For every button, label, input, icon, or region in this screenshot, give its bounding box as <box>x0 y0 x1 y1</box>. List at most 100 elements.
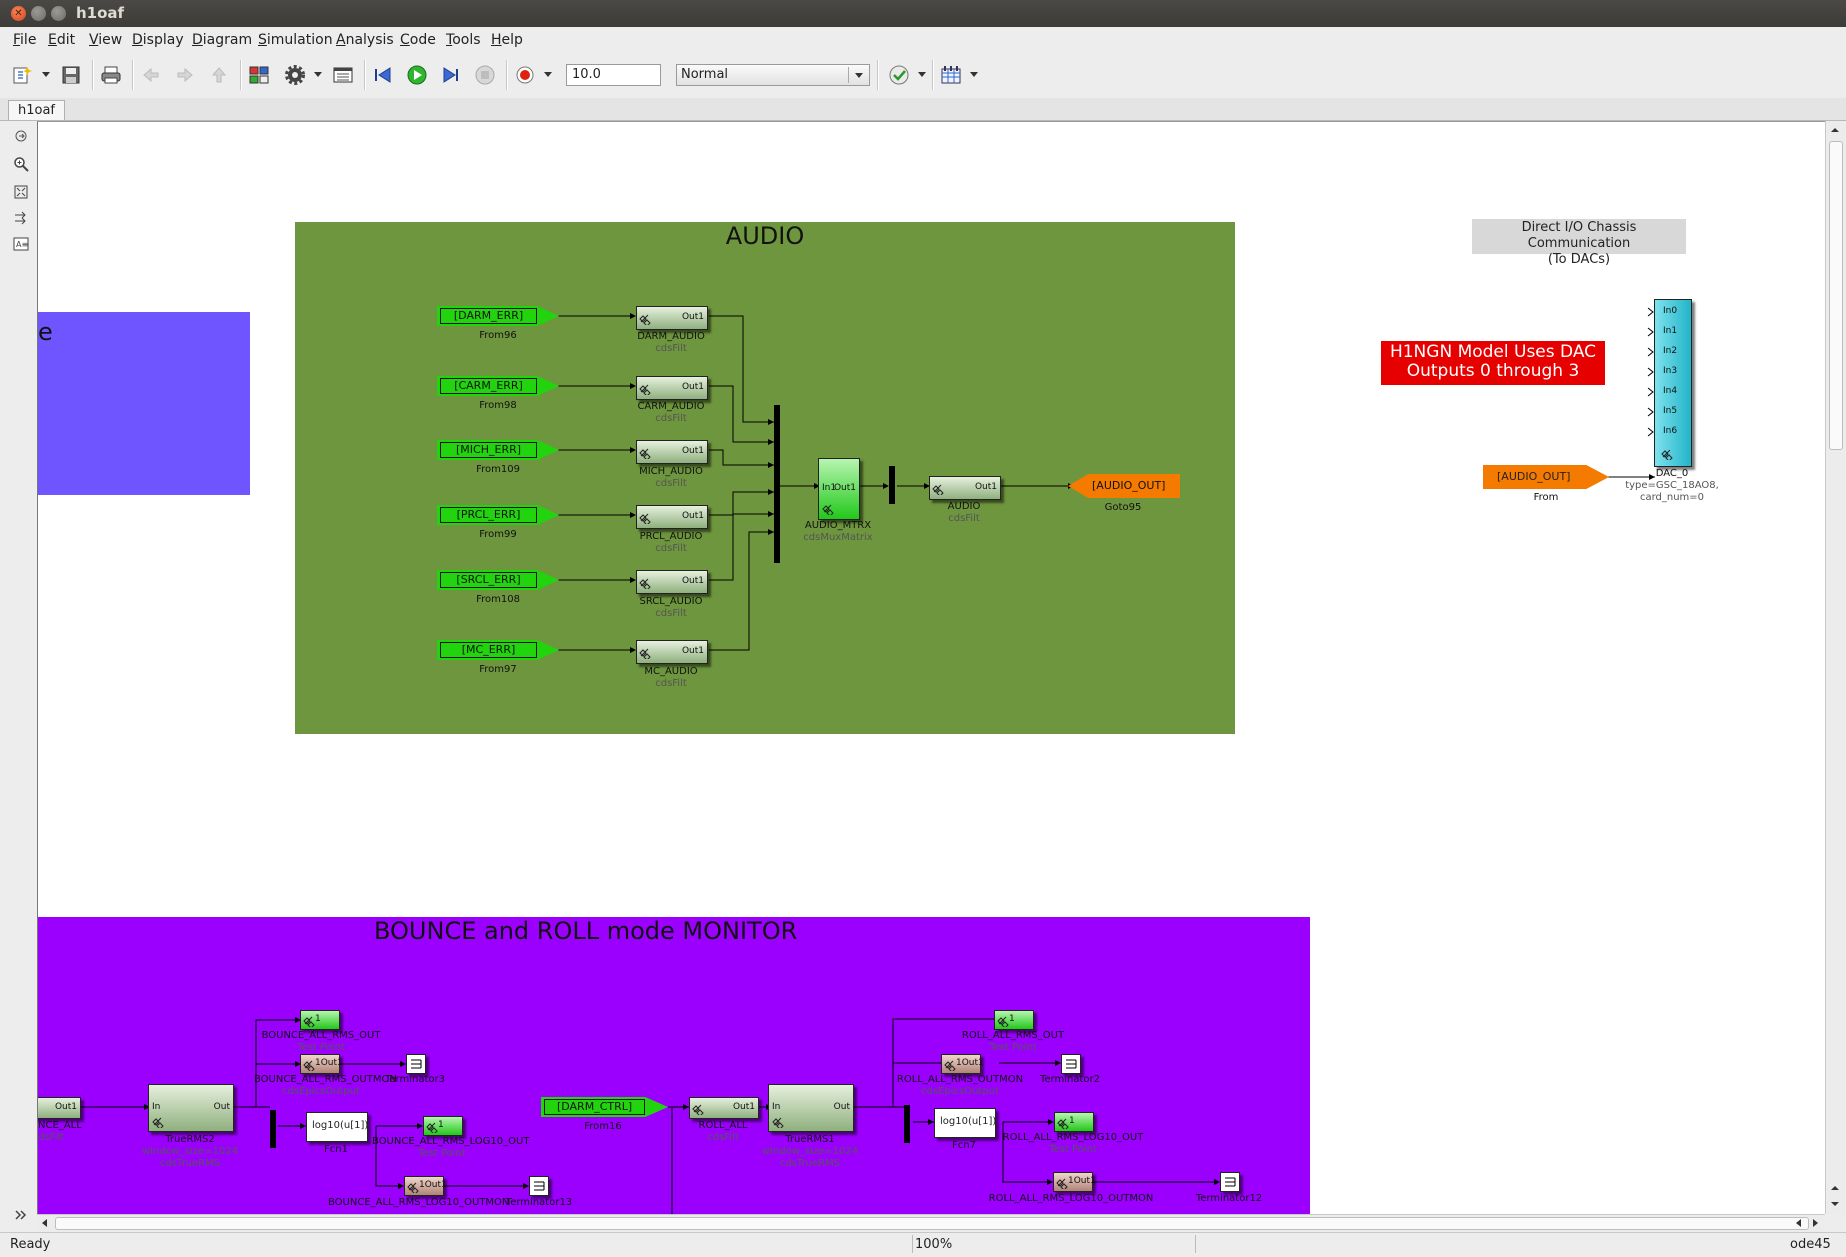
bounce-left-filter-block[interactable]: Out1 <box>38 1097 81 1119</box>
record-icon[interactable] <box>512 63 538 87</box>
filter-block[interactable]: Out1 <box>636 306 708 330</box>
menu-tools[interactable]: Tools <box>446 32 481 48</box>
scroll-right-icon[interactable] <box>1809 1217 1821 1229</box>
model-explorer-icon[interactable] <box>330 63 356 87</box>
testpoint-block[interactable]: 1 <box>423 1116 463 1136</box>
scroll-down-icon[interactable] <box>1828 1197 1842 1211</box>
scroll-up-icon[interactable] <box>1828 1181 1842 1195</box>
arrows-icon[interactable] <box>12 209 30 227</box>
settings-gear-icon[interactable] <box>282 63 308 87</box>
dac-param-card: card_num=0 <box>1639 492 1705 503</box>
step-back-icon[interactable] <box>370 63 396 87</box>
fcn-block[interactable]: log10(u[1]) <box>934 1108 996 1138</box>
epics-output-block[interactable]: 1Out1 <box>941 1054 984 1074</box>
filter-block[interactable]: Out1 <box>636 505 708 529</box>
record-dropdown-icon[interactable] <box>544 72 552 77</box>
vertical-scrollbar[interactable] <box>1825 121 1845 1214</box>
from-block[interactable]: [SRCL_ERR] <box>437 570 559 590</box>
check-icon[interactable] <box>886 63 912 87</box>
new-model-icon[interactable] <box>10 63 36 87</box>
library-browser-icon[interactable] <box>246 63 272 87</box>
fit-view-icon[interactable] <box>12 183 30 201</box>
back-icon[interactable] <box>138 63 164 87</box>
testpoint-block[interactable]: 1 <box>300 1010 340 1030</box>
terminator-block[interactable] <box>1220 1172 1240 1192</box>
menu-view[interactable]: View <box>89 32 123 48</box>
print-icon[interactable] <box>98 63 124 87</box>
horizontal-scroll-thumb[interactable] <box>55 1217 1809 1230</box>
window-close-button[interactable]: ✕ <box>11 6 26 21</box>
truerms1-block[interactable]: In Out <box>768 1084 854 1132</box>
check-dropdown-icon[interactable] <box>918 72 926 77</box>
vertical-scroll-thumb[interactable] <box>1829 141 1843 450</box>
epics-output-block[interactable]: 1Out1 <box>404 1176 447 1196</box>
filter-block[interactable]: Out1 <box>636 440 708 464</box>
scroll-left-icon[interactable] <box>39 1217 51 1229</box>
filter-block[interactable]: Out1 <box>636 376 708 400</box>
model-canvas[interactable]: e AUDIO [DARM_ERR] From96 [CARM_ERR] Fro… <box>37 121 1826 1215</box>
dac-from-block[interactable]: [AUDIO_OUT] <box>1483 465 1609 489</box>
new-model-dropdown-icon[interactable] <box>42 72 50 77</box>
dac-block[interactable]: In0 In1 In2 In3 In4 In5 In6 <box>1654 299 1692 467</box>
audio-filter-block[interactable]: Out1 <box>929 476 1001 500</box>
partial-area-left[interactable]: e <box>38 312 250 495</box>
epics-output-block[interactable]: 1Out1 <box>300 1054 343 1074</box>
expand-palette-icon[interactable] <box>12 1206 30 1224</box>
hide-browser-icon[interactable] <box>12 127 30 145</box>
settings-dropdown-icon[interactable] <box>314 72 322 77</box>
goto-block[interactable]: [AUDIO_OUT] <box>1068 474 1180 498</box>
from-block[interactable]: [DARM_ERR] <box>437 306 559 326</box>
forward-icon[interactable] <box>172 63 198 87</box>
stop-icon[interactable] <box>472 63 498 87</box>
fcn-block[interactable]: log10(u[1]) <box>306 1112 368 1142</box>
stop-time-input[interactable]: 10.0 <box>566 64 661 86</box>
audio-matrix-block[interactable]: In1 Out1 <box>818 458 860 520</box>
tab-h1oaf[interactable]: h1oaf <box>8 100 66 120</box>
testpoint-block[interactable]: 1 <box>994 1010 1034 1030</box>
from-block[interactable]: [MC_ERR] <box>437 640 559 660</box>
filter-block[interactable]: Out1 <box>636 570 708 594</box>
menu-file[interactable]: File <box>13 32 37 48</box>
step-forward-icon[interactable] <box>438 63 464 87</box>
roll-mux-block[interactable] <box>904 1105 910 1143</box>
from-block-name: From108 <box>476 594 520 605</box>
scroll-up-icon[interactable] <box>1828 123 1842 137</box>
terminator-block[interactable] <box>406 1054 426 1074</box>
menu-code[interactable]: Code <box>400 32 436 48</box>
epics-output-name: ROLL_ALL_RMS_LOG10_OUTMON <box>988 1193 1154 1204</box>
audio-mux-block[interactable] <box>774 405 780 563</box>
audio-demux-block[interactable] <box>889 466 895 504</box>
window-maximize-button[interactable] <box>51 6 66 21</box>
menu-simulation[interactable]: Simulation <box>258 32 333 48</box>
from-block[interactable]: [MICH_ERR] <box>437 440 559 460</box>
bounce-roll-area[interactable]: BOUNCE and ROLL mode MONITOR <box>38 917 1310 1215</box>
grid-dropdown-icon[interactable] <box>970 72 978 77</box>
grid-icon[interactable] <box>938 63 964 87</box>
from-block[interactable]: [CARM_ERR] <box>437 376 559 396</box>
from-block[interactable]: [DARM_CTRL] <box>541 1097 668 1117</box>
run-icon[interactable] <box>404 63 430 87</box>
menu-bar: File Edit View Display Diagram Simulatio… <box>0 27 1846 52</box>
bounce-mux-block[interactable] <box>270 1110 276 1148</box>
testpoint-block[interactable]: 1 <box>1054 1112 1094 1132</box>
horizontal-scrollbar[interactable] <box>37 1214 1825 1232</box>
roll-filter-block[interactable]: Out1 <box>689 1097 759 1119</box>
menu-analysis[interactable]: Analysis <box>336 32 394 48</box>
menu-diagram[interactable]: Diagram <box>192 32 253 48</box>
truerms2-block[interactable]: In Out <box>148 1084 234 1132</box>
filter-block[interactable]: Out1 <box>636 640 708 664</box>
epics-output-block[interactable]: 1Out1 <box>1053 1172 1096 1192</box>
simulation-mode-select[interactable]: Normal <box>676 64 870 86</box>
annotation-icon[interactable]: A≡ <box>12 235 30 253</box>
window-minimize-button[interactable] <box>31 6 46 21</box>
zoom-icon[interactable] <box>12 155 30 173</box>
terminator-block[interactable] <box>1061 1054 1081 1074</box>
up-icon[interactable] <box>206 63 232 87</box>
menu-edit[interactable]: Edit <box>48 32 76 48</box>
menu-help[interactable]: Help <box>491 32 523 48</box>
menu-display[interactable]: Display <box>132 32 184 48</box>
save-icon[interactable] <box>58 63 84 87</box>
terminator-block[interactable] <box>529 1176 549 1196</box>
from-block[interactable]: [PRCL_ERR] <box>437 505 559 525</box>
scroll-left-icon[interactable] <box>1793 1217 1805 1229</box>
